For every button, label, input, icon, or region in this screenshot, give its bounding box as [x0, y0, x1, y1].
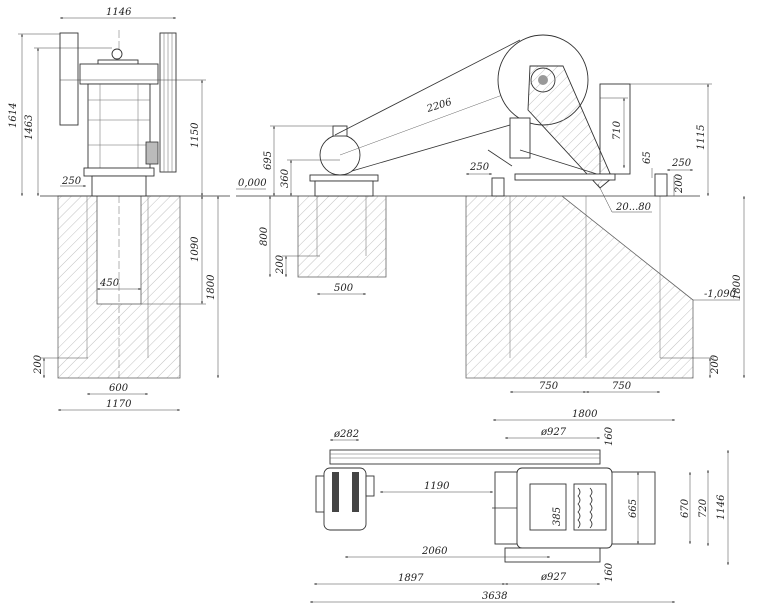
- dim-front-bolt-spacing: 600: [109, 383, 129, 394]
- dim-front-width-top: 1146: [106, 7, 132, 18]
- plan-crusher: [492, 467, 656, 563]
- dim-bolt-spacing-2: 750: [612, 381, 632, 392]
- dim-front-foundation-width: 1170: [106, 399, 132, 410]
- dim-side-foundation-depth: 1800: [732, 274, 743, 300]
- level-zero: 0,000: [238, 178, 267, 189]
- dim-jaw-width: 665: [628, 499, 639, 518]
- level-bottom: -1,090: [704, 289, 737, 300]
- dim-crusher-height: 1115: [696, 125, 707, 150]
- side-view: 0,000 2206: [236, 34, 745, 393]
- dim-opening-385: 385: [552, 507, 563, 526]
- crusher-foundation: [465, 195, 694, 379]
- dim-front-pit-depth: 1090: [190, 236, 201, 262]
- dim-motor-foundation-depth: 800: [259, 226, 270, 246]
- side-crusher: [487, 34, 668, 197]
- dim-right-offset-250: 250: [671, 158, 692, 169]
- dim-side-bolt-depth: 200: [710, 354, 721, 375]
- dim-flywheel-offset-bottom: 160: [604, 562, 615, 582]
- dim-front-offset-250: 250: [61, 176, 82, 187]
- dim-motor-axis-to-crusher: 2060: [421, 546, 448, 557]
- dim-front-bolt-depth: 200: [33, 354, 44, 375]
- dim-front-foundation-depth: 1800: [206, 274, 217, 300]
- dim-motor-shaft-height: 360: [280, 168, 291, 188]
- dim-support-height: 200: [674, 173, 685, 194]
- dim-pulley-diameter: ø282: [333, 429, 359, 440]
- dim-motor-height: 695: [263, 151, 274, 170]
- dim-total-length: 3638: [482, 591, 507, 602]
- plan-view: 1800 ø927 160 ø282 1190 665 670 720 1146…: [310, 409, 729, 603]
- dim-front-pit-width: 450: [99, 278, 120, 289]
- dim-jaw-height: 710: [612, 120, 623, 140]
- dim-discharge-gap: 20...80: [615, 202, 652, 213]
- dim-total-width: 1146: [716, 494, 727, 520]
- dim-front-height-lift: 1463: [24, 115, 35, 140]
- motor-foundation: [297, 195, 387, 278]
- dim-motor-bolt-depth: 200: [275, 254, 286, 275]
- side-motor: [309, 125, 379, 197]
- dim-left-offset-250: 250: [469, 162, 490, 173]
- dim-motor-bolt-spacing: 500: [334, 283, 354, 294]
- dim-flywheel-diameter-bottom: ø927: [540, 572, 567, 583]
- dim-flywheel-offset-top: 160: [604, 426, 615, 446]
- dim-front-height-shaft: 1150: [190, 122, 201, 148]
- dim-motor-to-crusher: 1190: [424, 481, 450, 492]
- dim-flywheel-diameter-top: ø927: [540, 427, 567, 438]
- dim-gap-65: 65: [642, 151, 653, 164]
- front-crusher: [59, 32, 177, 197]
- dim-front-height-total: 1614: [8, 103, 19, 128]
- dim-belt-center-distance: 2206: [425, 97, 454, 115]
- dim-frame-length: 1800: [572, 409, 598, 420]
- dim-bolt-spacing-1: 750: [539, 381, 559, 392]
- dim-width-670: 670: [680, 498, 691, 518]
- dim-motor-to-frame: 1897: [398, 573, 424, 584]
- plan-motor: [315, 467, 375, 531]
- front-view: 1146 1614 1463 1150 250 1090 1800 450 20…: [8, 7, 230, 411]
- dim-width-720: 720: [698, 498, 709, 518]
